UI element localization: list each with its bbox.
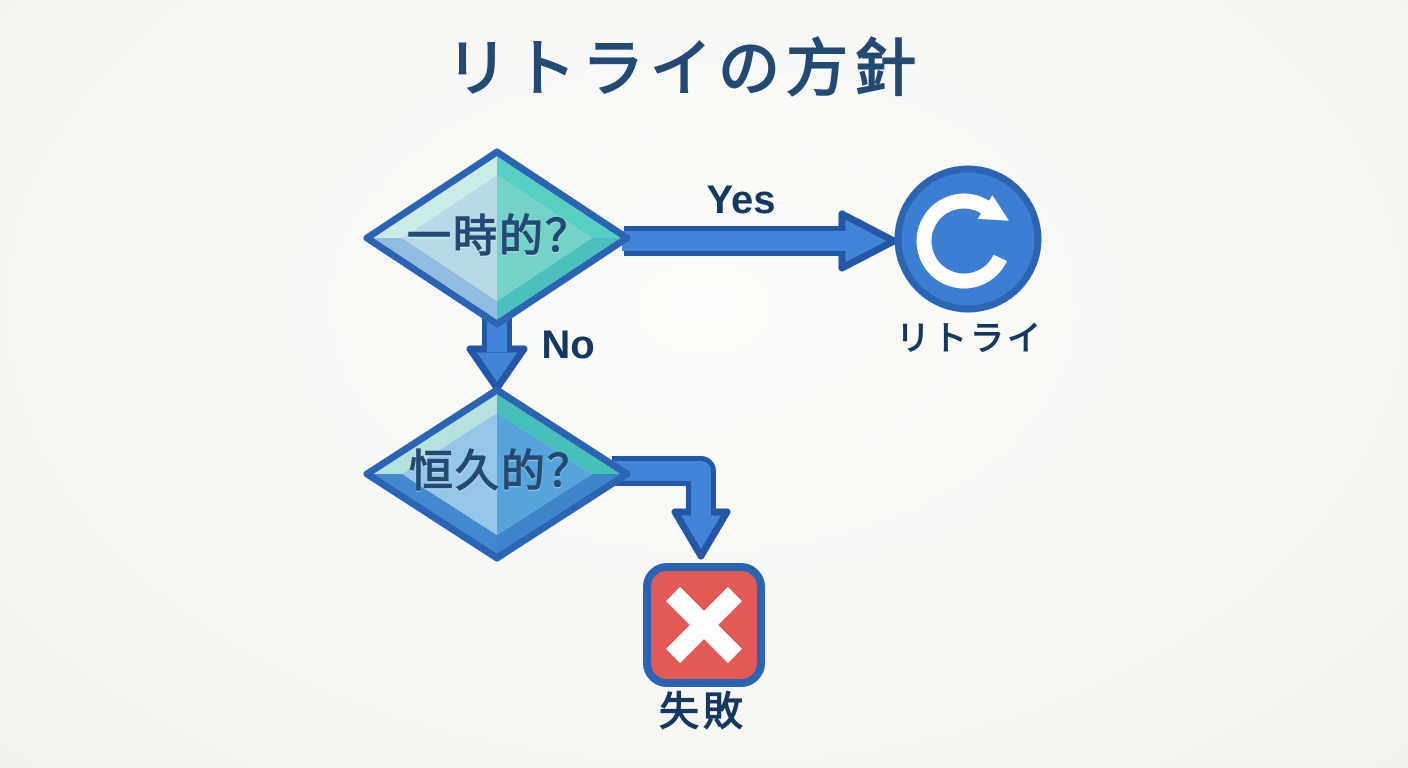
- retry-node-label: リトライ: [896, 320, 1044, 358]
- refresh-icon: [916, 193, 1009, 289]
- page-title: リトライの方針: [445, 35, 923, 104]
- failure-node-label: 失敗: [659, 690, 747, 734]
- x-icon: [665, 586, 743, 664]
- retry-node: [894, 165, 1042, 313]
- decision-transient-label: 一時的？: [407, 212, 591, 261]
- yes-edge-label: Yes: [706, 178, 776, 222]
- failure-node: [643, 563, 765, 687]
- decision-diamond-transient: [363, 148, 631, 328]
- decision-permanent-label: 恒久的？: [409, 447, 593, 496]
- yes-arrow: [622, 210, 898, 272]
- failure-arrow: [610, 456, 731, 560]
- no-edge-label: No: [541, 323, 595, 367]
- decision-diamond-permanent: [363, 386, 631, 562]
